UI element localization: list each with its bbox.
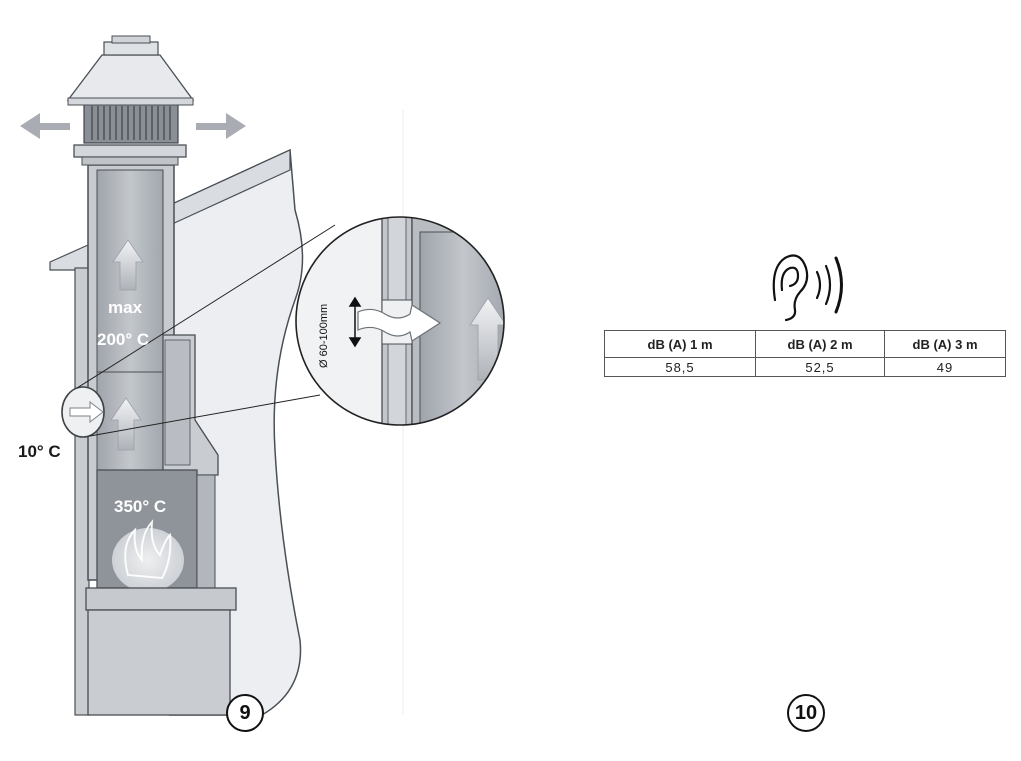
roof-fan-icon	[66, 35, 195, 144]
left-wall	[74, 267, 90, 716]
zoom-connector	[89, 394, 321, 437]
zoom-connector	[76, 224, 336, 389]
figure-number-9: 9	[226, 694, 264, 732]
table-header-row: dB (A) 1 m dB (A) 2 m dB (A) 3 m	[604, 330, 1006, 358]
cap-plate	[73, 144, 187, 158]
table-header: dB (A) 1 m	[604, 330, 756, 358]
table-header: dB (A) 2 m	[755, 330, 885, 358]
air-inlet-highlight	[61, 386, 105, 438]
exhaust-arrow-right-icon	[196, 113, 246, 139]
fireplace-hood	[162, 334, 219, 476]
upflow-arrow-icon	[110, 397, 142, 451]
temp-label-inlet: 10° C	[18, 442, 61, 461]
noise-level-table: dB (A) 1 m dB (A) 2 m dB (A) 3 m 58,5 52…	[604, 330, 1006, 377]
firebox	[96, 469, 216, 592]
chimney-base	[87, 609, 231, 716]
table-cell: 52,5	[755, 357, 885, 377]
diameter-label: Ø 60-100mm	[318, 303, 330, 368]
table-cell: 49	[884, 357, 1006, 377]
temp-label-firebox: 350° C	[114, 497, 167, 516]
hearth	[85, 587, 237, 611]
temp-label-flue: 200° C	[97, 330, 150, 349]
upflow-arrow-icon	[112, 239, 144, 291]
diameter-arrow-icon	[348, 296, 362, 348]
exhaust-arrow-left-icon	[20, 113, 70, 139]
table-header: dB (A) 3 m	[884, 330, 1006, 358]
table-cell: 58,5	[604, 357, 756, 377]
temp-label-max: max	[108, 298, 143, 317]
fire-icon	[112, 528, 184, 592]
figure-number-10: 10	[787, 694, 825, 732]
table-row: 58,5 52,5 49	[604, 357, 1006, 377]
ear-sound-icon	[772, 254, 843, 322]
